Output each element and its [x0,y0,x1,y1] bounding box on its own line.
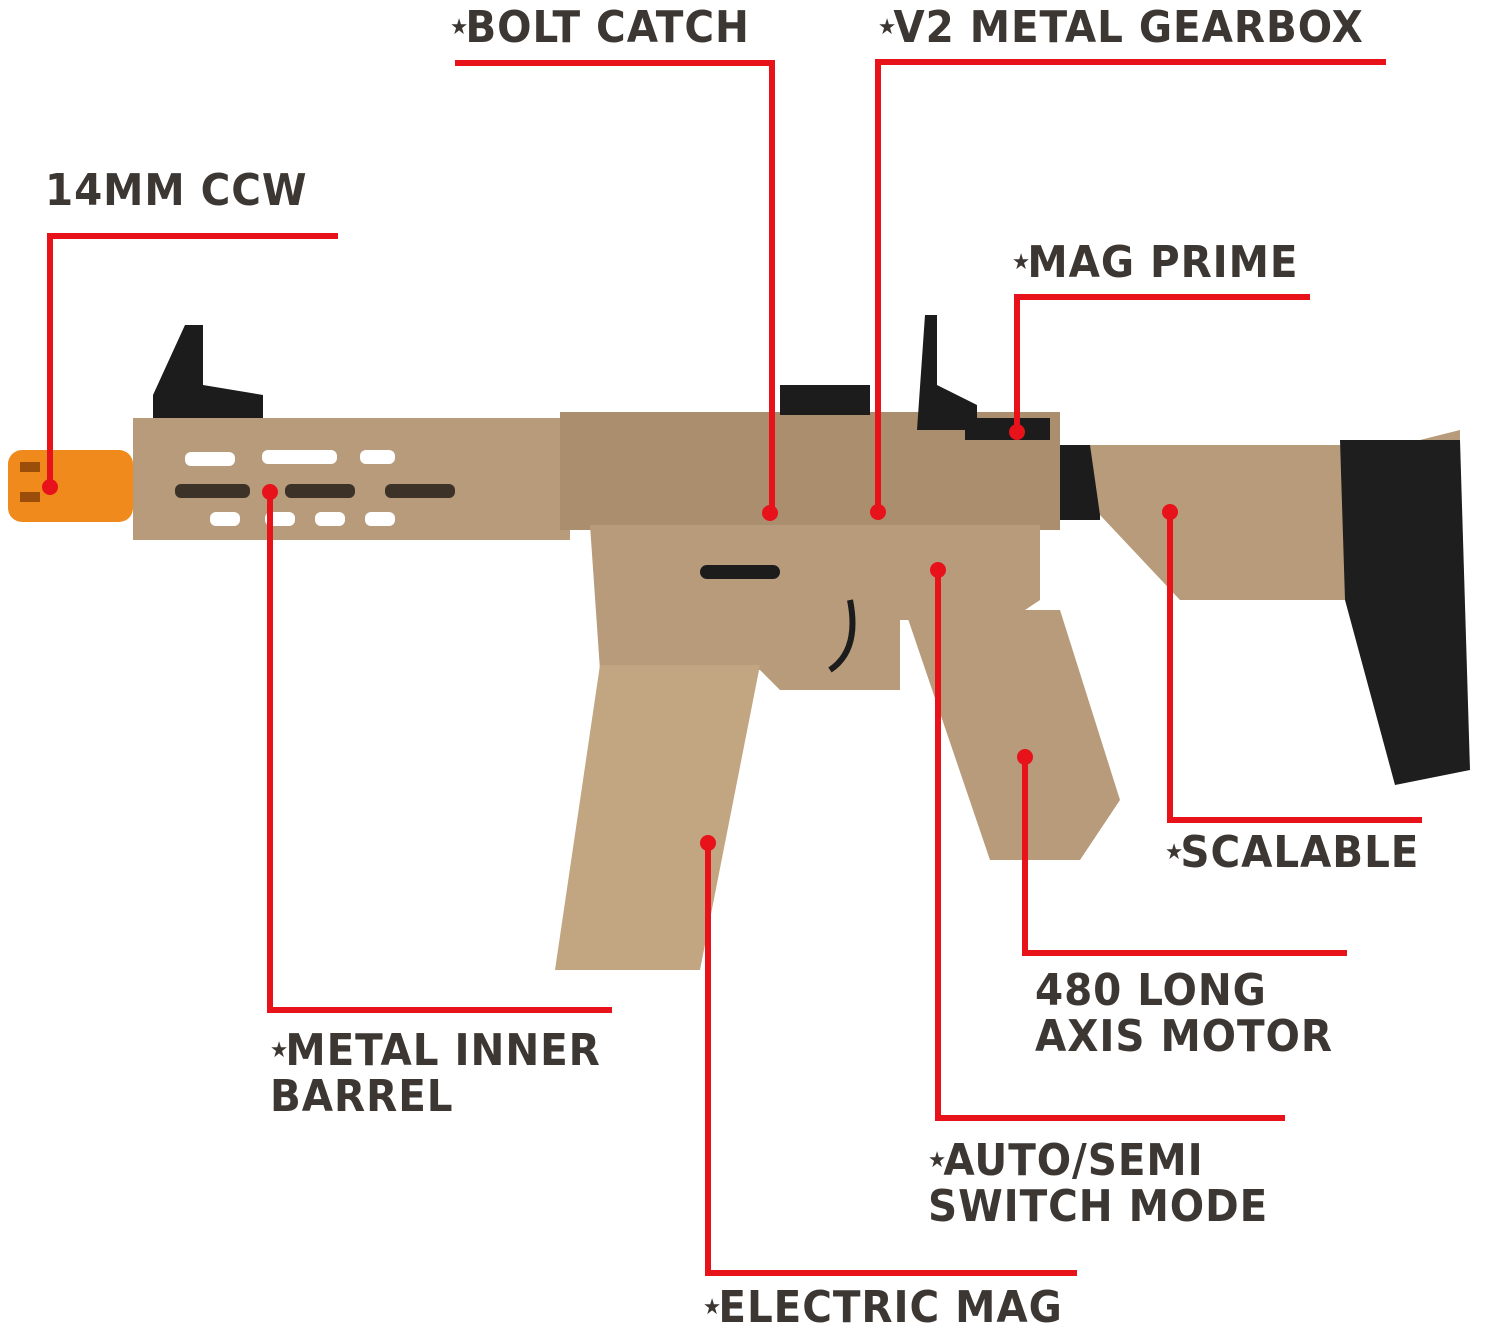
label-text: 480 LONG [1035,965,1267,1016]
star-icon: ★ [703,1295,723,1320]
callout-line-gearbox-v [875,59,881,512]
label-scalable: ★SCALABLE [1165,830,1419,876]
label-text: 14MM CCW [45,165,308,216]
label-text: V2 METAL GEARBOX [893,2,1364,53]
label-14mm-ccw: 14MM CCW [45,168,307,214]
star-icon: ★ [270,1038,290,1063]
callout-dot-muzzle [42,479,58,495]
label-text: SCALABLE [1180,827,1420,878]
arm-brace [1340,440,1470,785]
callout-dot-bolt [762,505,778,521]
orange-muzzle-tip [8,450,133,522]
label-text: MAG PRIME [1027,237,1299,288]
callout-line-switch-v [935,570,941,1121]
label-v2-metal-gearbox: ★V2 METAL GEARBOX [878,5,1364,51]
callout-dot-scalable [1162,504,1178,520]
callout-dot-magprime [1009,424,1025,440]
star-icon: ★ [928,1148,948,1173]
label-mag-prime: ★MAG PRIME [1012,240,1298,286]
callout-line-scalable-h [1167,817,1422,823]
label-text: SWITCH MODE [928,1181,1269,1232]
callout-line-muzzle-v [47,233,53,487]
callout-dot-motor [1017,749,1033,765]
handguard [133,418,570,540]
callout-dot-barrel [262,484,278,500]
callout-line-gearbox-h [875,59,1386,65]
callout-line-motor-h [1022,950,1347,956]
upper-receiver [560,412,1060,530]
star-icon: ★ [878,15,898,40]
callout-dot-gearbox [870,504,886,520]
callout-line-bolt-h [455,60,775,66]
label-text: AUTO/SEMI [943,1135,1204,1186]
magazine [555,665,760,970]
label-electric-mag: ★ELECTRIC MAG [703,1285,1063,1331]
callout-line-barrel-v [267,492,273,1013]
callout-line-magprime-v [1014,294,1020,432]
callout-dot-mag [700,835,716,851]
lower-receiver [590,525,1040,690]
front-sight [153,325,263,420]
callout-line-muzzle-h [48,233,338,239]
star-icon: ★ [450,15,470,40]
callout-line-motor-v [1022,757,1028,956]
pistol-grip [905,610,1120,860]
star-icon: ★ [1165,840,1185,865]
label-bolt-catch: ★BOLT CATCH [450,5,750,51]
callout-dot-switch [930,562,946,578]
callout-line-magprime-h [1014,294,1310,300]
callout-line-mag-h [705,1270,1077,1276]
label-text: BARREL [270,1071,454,1122]
callout-line-switch-h [935,1115,1285,1121]
callout-line-bolt-v [769,60,775,513]
label-text: ELECTRIC MAG [718,1282,1063,1333]
callout-line-barrel-h [267,1007,612,1013]
label-text: AXIS MOTOR [1035,1011,1333,1062]
star-icon: ★ [1012,250,1032,275]
callout-line-scalable-v [1167,512,1173,823]
callout-line-mag-v [705,843,711,1276]
label-text: BOLT CATCH [465,2,750,53]
label-text: METAL INNER [285,1025,601,1076]
